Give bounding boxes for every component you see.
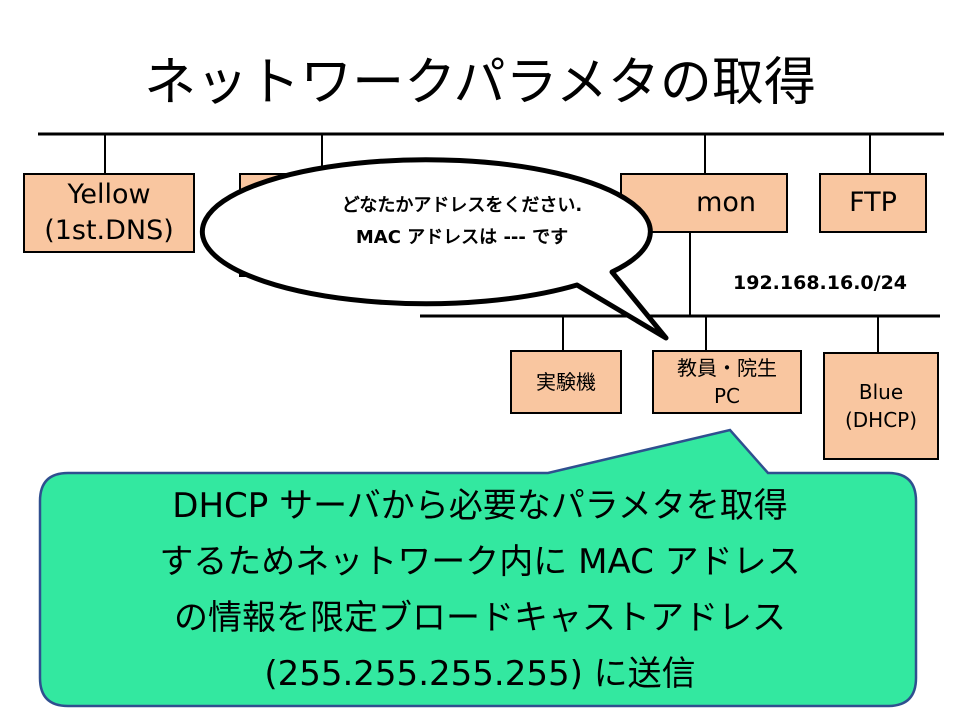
- subnet-label: 192.168.16.0/24: [733, 272, 908, 294]
- speech-bubble-line2: MAC アドレスは --- です: [355, 227, 569, 248]
- callout-line3: の情報を限定ブロードキャストアドレス: [174, 598, 786, 638]
- speech-bubble-text: どなたかアドレスをください. MAC アドレスは --- です: [262, 190, 662, 254]
- callout-line4: (255.255.255.255) に送信: [264, 654, 696, 694]
- host-lab-name: 実験機: [536, 370, 596, 394]
- speech-bubble: [199, 157, 669, 341]
- host-blue-role: (DHCP): [844, 408, 918, 432]
- host-common-name: mon: [696, 187, 756, 218]
- host-staff-name: 教員・院生: [677, 356, 777, 380]
- host-ftp: FTP: [819, 173, 927, 233]
- host-yellow-role: (1st.DNS): [44, 215, 174, 246]
- host-yellow: Yellow (1st.DNS): [23, 173, 195, 253]
- page-title: ネットワークパラメタの取得: [144, 53, 816, 113]
- host-staff: 教員・院生 PC: [652, 350, 802, 414]
- host-yellow-name: Yellow: [67, 179, 151, 210]
- callout-line1: DHCP サーバから必要なパラメタを取得: [172, 486, 788, 526]
- callout-line2: するためネットワーク内に MAC アドレス: [159, 542, 801, 582]
- host-blue: Blue (DHCP): [823, 352, 939, 460]
- speech-bubble-line1: どなたかアドレスをください.: [341, 195, 583, 216]
- host-ftp-name: FTP: [849, 187, 897, 218]
- callout-box: [38, 428, 918, 708]
- callout-text: DHCP サーバから必要なパラメタを取得 するためネットワーク内に MAC アド…: [40, 478, 920, 702]
- host-staff-role: PC: [713, 384, 741, 408]
- host-blue-name: Blue: [858, 380, 904, 404]
- host-lab: 実験機: [510, 350, 622, 414]
